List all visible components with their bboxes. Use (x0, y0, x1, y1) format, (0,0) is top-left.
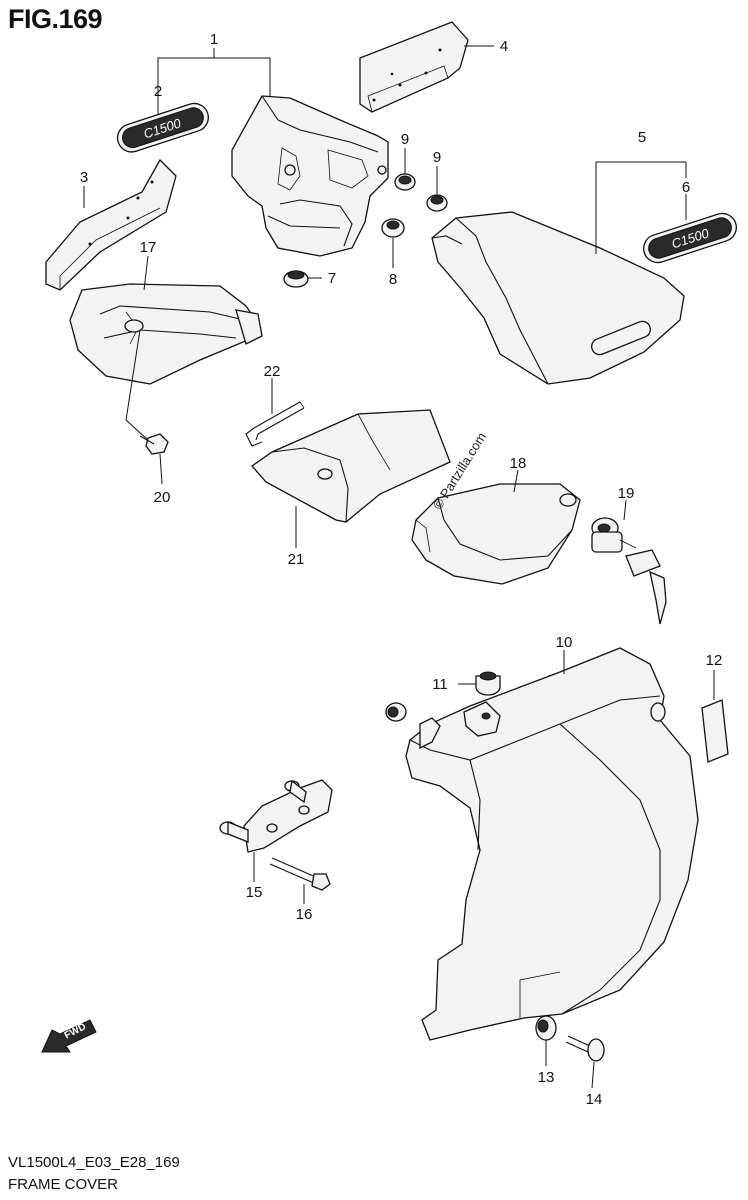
diagram-code: VL1500L4_E03_E28_169 (8, 1154, 180, 1171)
callout-1: 1 (210, 31, 218, 48)
part-4-shield-plate (359, 21, 469, 113)
part-22-hex-key (245, 401, 305, 447)
part-20-bolt (139, 433, 169, 455)
callout-11: 11 (432, 676, 448, 693)
fwd-arrow-icon (41, 1019, 97, 1053)
callout-10: 10 (556, 634, 573, 651)
part-16-bolt (269, 857, 331, 891)
part-6-emblem: C1500 (643, 212, 737, 264)
callout-14: 14 (586, 1091, 603, 1108)
callout-4: 4 (500, 38, 508, 55)
part-11-grommet (475, 671, 501, 696)
callout-15: 15 (246, 884, 263, 901)
part-9-grommet-left (394, 173, 416, 191)
part-15-bracket (219, 779, 333, 853)
callout-3: 3 (80, 169, 88, 186)
figure-title: FIG.169 (8, 4, 103, 34)
part-2-emblem: C1500 (116, 102, 209, 153)
part-8-grommet (381, 218, 405, 238)
callout-7: 7 (328, 270, 336, 287)
callout-12: 12 (706, 652, 723, 669)
callout-22: 22 (264, 363, 281, 380)
part-3-shield-plate (45, 158, 177, 291)
callout-5: 5 (638, 129, 646, 146)
callout-9-right: 9 (433, 149, 441, 166)
part-7-grommet (283, 270, 309, 288)
callout-17: 17 (140, 239, 157, 256)
callout-21: 21 (288, 551, 305, 568)
callout-18: 18 (510, 455, 527, 472)
part-10-side-grommet (385, 702, 407, 722)
callout-19: 19 (618, 485, 635, 502)
part-21-tool-bag (251, 409, 451, 523)
callout-16: 16 (296, 906, 313, 923)
diagram-caption: FRAME COVER (8, 1176, 119, 1193)
part-14-screw (565, 1035, 605, 1062)
callout-20: 20 (154, 489, 171, 506)
callout-numbers: 1 2 3 4 5 6 7 8 9 9 10 11 12 13 14 15 16… (80, 31, 723, 1108)
callout-6: 6 (682, 179, 690, 196)
part-13-grommet (535, 1015, 557, 1041)
part-12-label (701, 699, 729, 763)
part-1-left-frame-cover (231, 95, 389, 257)
part-17-bracket-housing (69, 283, 263, 385)
part-10-side-cover (405, 647, 699, 1041)
callout-2: 2 (154, 83, 162, 100)
part-18-tool-box (411, 483, 581, 585)
part-9-grommet-right (426, 194, 448, 212)
part-5-right-frame-cover (431, 211, 685, 385)
callout-8: 8 (389, 271, 397, 288)
callout-13: 13 (538, 1069, 555, 1086)
leader-lines (83, 45, 715, 1089)
callout-9-left: 9 (401, 131, 409, 148)
part-19-lock-set (591, 517, 667, 625)
